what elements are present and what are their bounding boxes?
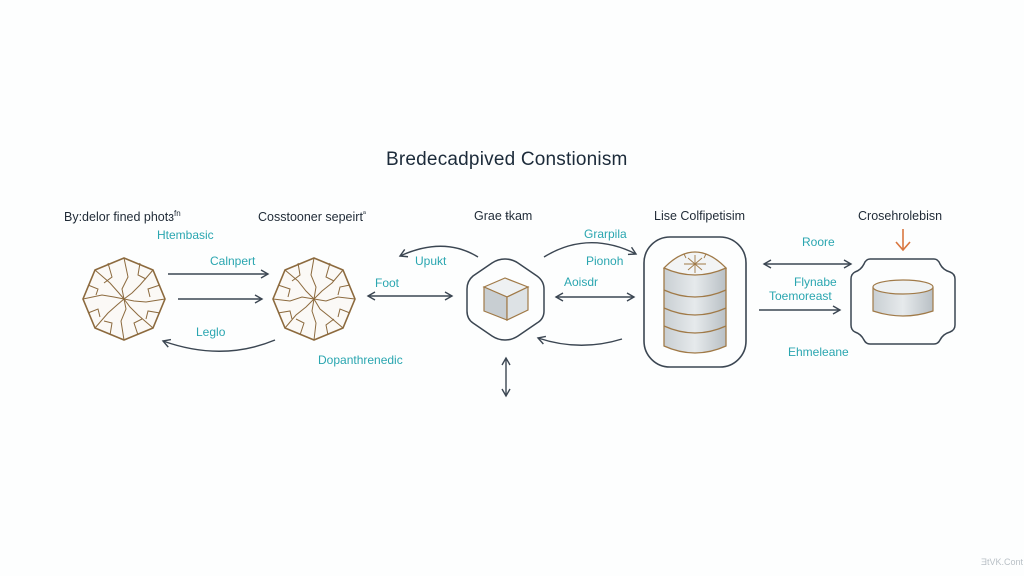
label-calnpert: Calnpert bbox=[210, 254, 256, 268]
label-grarpila: Grarpila bbox=[584, 227, 627, 241]
cube-container bbox=[466, 258, 545, 341]
node-1-heading-sup: fn bbox=[173, 209, 181, 218]
arrow-upukt bbox=[398, 245, 479, 258]
database-container bbox=[643, 236, 747, 368]
label-htembasic: Htembasic bbox=[157, 228, 214, 242]
arrow-grarpila bbox=[543, 242, 638, 258]
label-dopanthrenedic: Dopanthrenedic bbox=[318, 353, 403, 367]
label-roore: Roore bbox=[802, 235, 835, 249]
node-2-heading: Cosstooner sepeirtᵃ bbox=[258, 209, 366, 224]
node-1-heading: By:delor fined photɜfn bbox=[64, 209, 181, 224]
label-ehmeleane: Ehmeleane bbox=[788, 345, 849, 359]
label-leglo: Leglo bbox=[196, 325, 226, 339]
node-4-heading: Lise Colfipetisim bbox=[654, 209, 746, 223]
label-upukt: Upukt bbox=[415, 254, 447, 268]
label-aoisdr: Aoisdr bbox=[564, 275, 599, 289]
node-2-heading-sup: ᵃ bbox=[362, 209, 366, 218]
node-5-heading: Crosehrolebisn bbox=[858, 209, 943, 223]
label-foot: Foot bbox=[375, 276, 400, 290]
node-3-heading: Grae ŧkam bbox=[474, 209, 533, 223]
label-toemoreast: Toemoreast bbox=[769, 289, 832, 303]
cube-icon bbox=[482, 277, 530, 321]
node-2-heading-text: Cosstooner sepeirt bbox=[258, 210, 363, 225]
watermark: ƎtVK.Cont bbox=[981, 557, 1024, 567]
arrow-return bbox=[536, 335, 623, 346]
disk-cylinder-icon bbox=[872, 279, 934, 317]
accent-down-arrow-icon bbox=[895, 229, 911, 252]
label-flynabe: Flynabe bbox=[794, 275, 837, 289]
disk-container bbox=[850, 258, 956, 345]
node-1-heading-text: By:delor fined photɜ bbox=[64, 210, 174, 225]
crystal-polygon-icon bbox=[82, 257, 166, 341]
label-pionoh: Pionoh bbox=[586, 254, 624, 268]
crystal-polygon-icon bbox=[272, 257, 356, 341]
diagram-title: Bredecadpived Constionism bbox=[386, 149, 628, 170]
arrow-leglo bbox=[161, 338, 276, 352]
database-cylinder-icon bbox=[662, 251, 728, 354]
